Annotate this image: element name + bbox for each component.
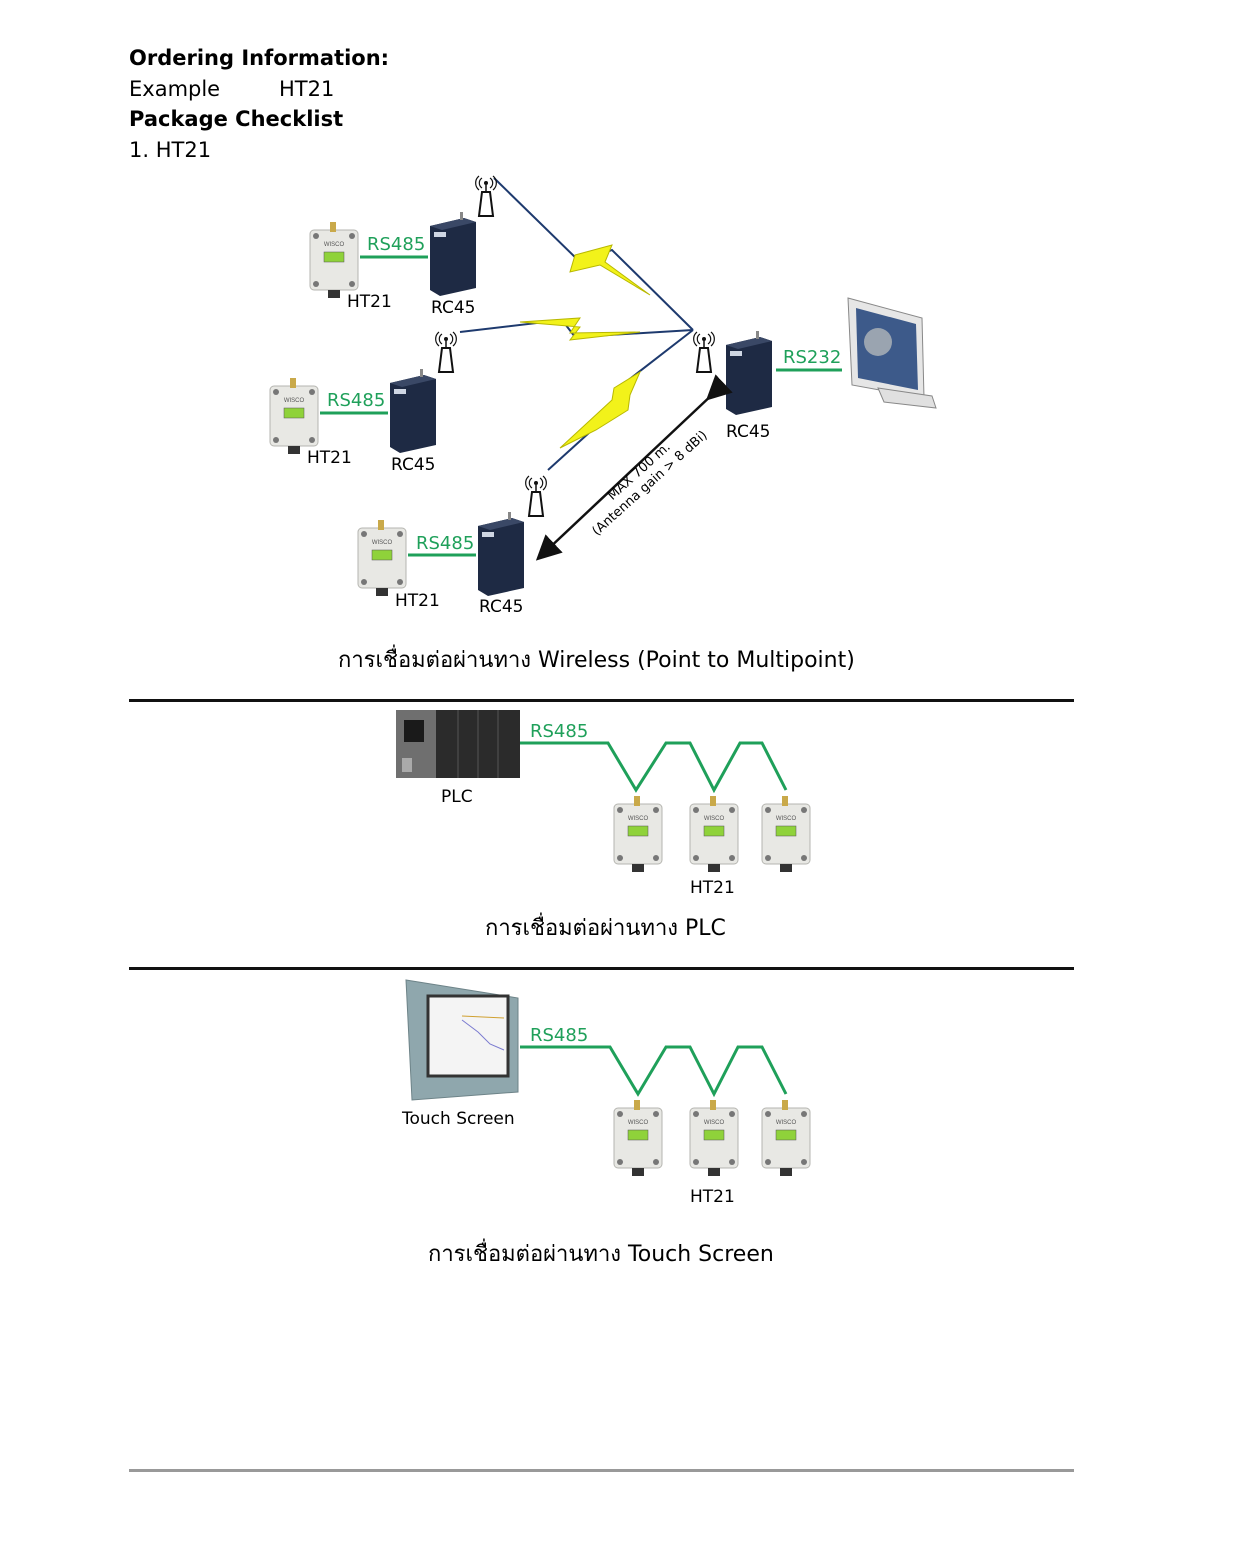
footer-divider: [129, 1469, 1074, 1472]
plc-sensor-label: HT21: [690, 878, 735, 898]
touch-screen-label: Touch Screen: [402, 1109, 515, 1129]
touch-screen-icon: [405, 979, 519, 1101]
plc-link-label: RS485: [530, 721, 589, 742]
wireless-link-1: [493, 177, 694, 331]
touch-sensor-label: HT21: [690, 1187, 735, 1207]
checklist-title: Package Checklist: [129, 107, 344, 131]
link-label-rs485: RS485: [416, 533, 475, 554]
example-label: Example: [129, 77, 221, 101]
sensor-label: HT21: [395, 591, 440, 611]
master-converter-label: RC45: [726, 422, 771, 442]
ht21-sensor-icon: [689, 1099, 739, 1177]
sensor-label: HT21: [307, 448, 352, 468]
wireless-diagram: WISCO: [269, 175, 937, 597]
section-divider: [129, 967, 1074, 970]
section-divider: [129, 699, 1074, 702]
link-label-rs232: RS232: [783, 347, 842, 368]
ht21-sensor-icon: [761, 795, 811, 873]
wireless-caption: การเชื่อมต่อผ่านทาง Wireless (Point to M…: [338, 648, 855, 673]
ht21-sensor-icon: [689, 795, 739, 873]
ht21-sensor-icon: [613, 1099, 663, 1177]
ht21-sensor-icon: [613, 795, 663, 873]
touch-caption: การเชื่อมต่อผ่านทาง Touch Screen: [428, 1242, 774, 1267]
computer-monitor-icon: [847, 297, 937, 409]
ordering-title: Ordering Information:: [129, 46, 390, 70]
converter-label: RC45: [431, 298, 476, 318]
plc-icon: [396, 710, 520, 778]
link-label-rs485: RS485: [327, 390, 386, 411]
plc-label: PLC: [441, 787, 473, 807]
link-label-rs485: RS485: [367, 234, 426, 255]
converter-label: RC45: [391, 455, 436, 475]
converter-label: RC45: [479, 597, 524, 617]
example-value: HT21: [279, 77, 335, 101]
sensor-label: HT21: [347, 292, 392, 312]
ht21-sensor-icon: [761, 1099, 811, 1177]
range-arrow: [535, 374, 733, 561]
checklist-item: 1. HT21: [129, 138, 212, 162]
wireless-link-2: [459, 317, 694, 341]
touch-link-label: RS485: [530, 1025, 589, 1046]
plc-caption: การเชื่อมต่อผ่านทาง PLC: [485, 916, 726, 941]
